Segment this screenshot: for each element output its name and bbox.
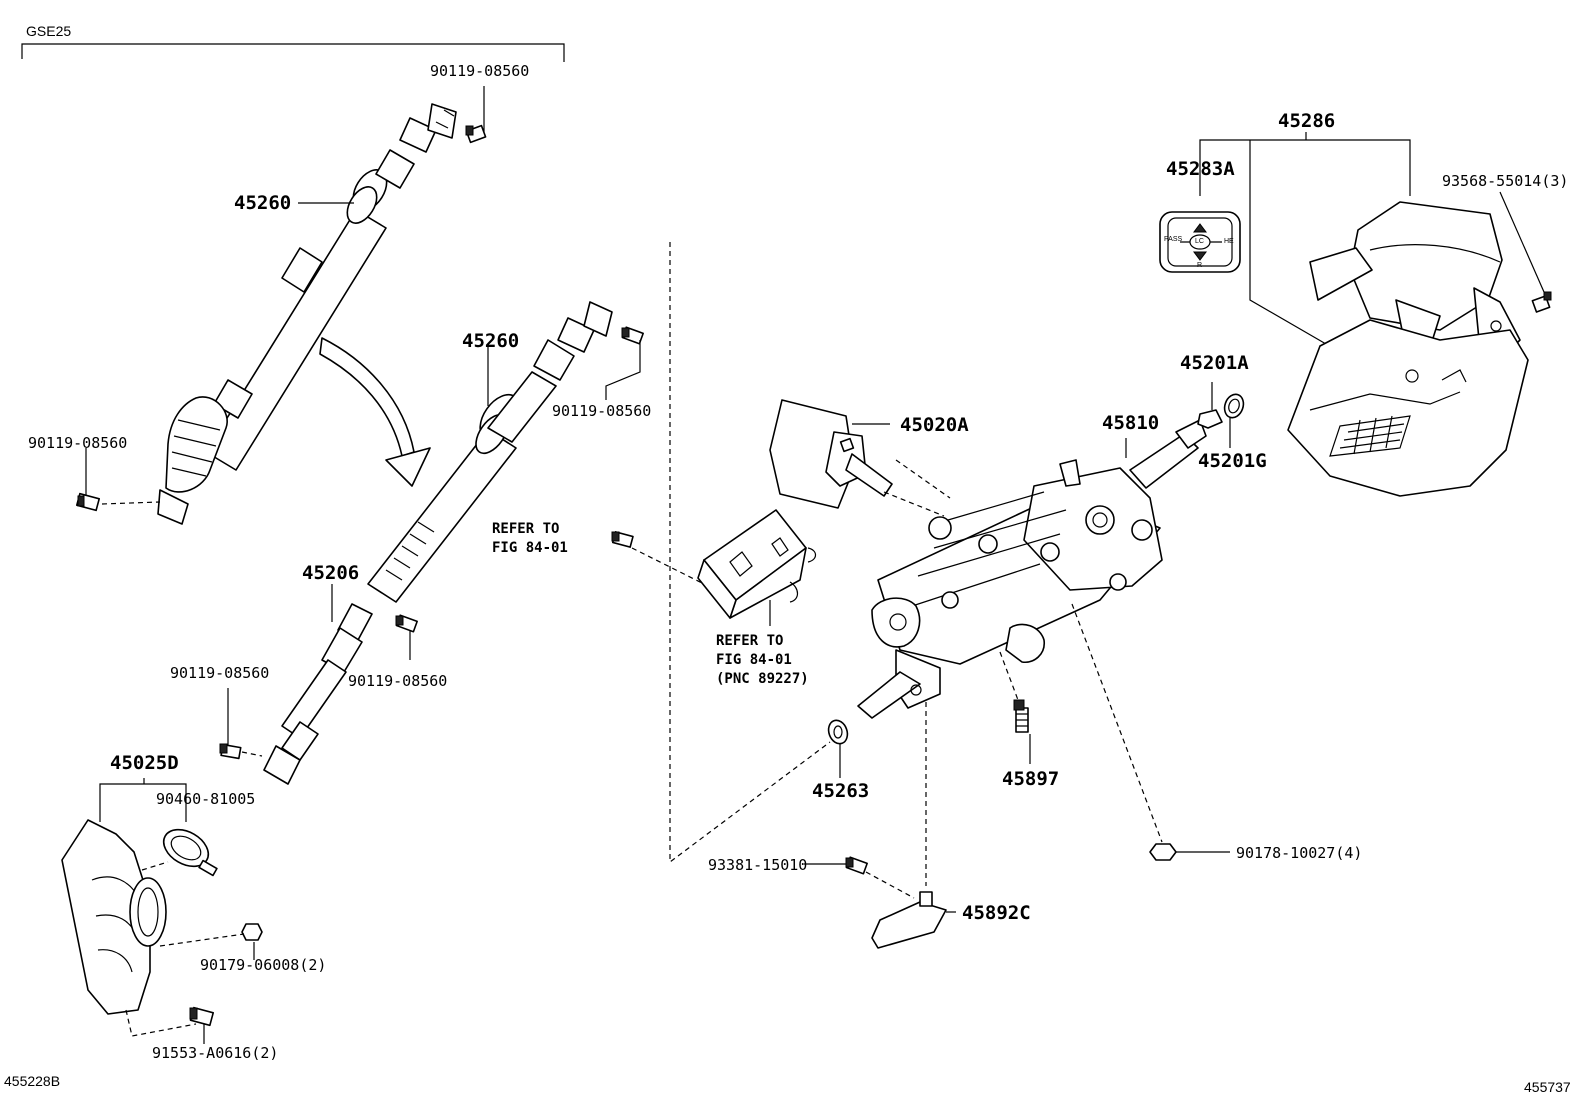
bolt-icon — [189, 1006, 215, 1027]
bolt-icon — [219, 743, 242, 760]
part-number-label: 45260 — [462, 330, 520, 352]
tilt-switch-label — [1159, 211, 1241, 273]
part-number-label: 45201G — [1198, 450, 1267, 472]
part-number-label: 90119-08560 — [348, 672, 448, 690]
part-number-label: 45286 — [1278, 110, 1336, 132]
bolt-icon — [465, 124, 487, 144]
part-number-label: 90119-08560 — [28, 434, 128, 452]
column-nut-icon — [1197, 409, 1223, 429]
part-number-label: 45897 — [1002, 768, 1060, 790]
part-number-label: 90460-81005 — [156, 790, 256, 808]
part-number-label: 45810 — [1102, 412, 1160, 434]
part-number-label: 90119-08560 — [430, 62, 530, 80]
bolt-icon — [845, 856, 868, 875]
column-cover-lower — [1287, 319, 1529, 497]
steering-lock-assembly — [769, 399, 893, 509]
column-bracket — [871, 891, 947, 949]
gse25-bracket — [21, 43, 565, 62]
middle-intermediate-shaft — [367, 301, 613, 603]
tilt-label-text: PASS — [1164, 236, 1183, 243]
part-number-label: 45263 — [812, 780, 870, 802]
lower-universal-joint — [263, 603, 373, 785]
part-number-label: 45020A — [900, 414, 969, 436]
refer-note: REFER TO FIG 84-01 — [492, 521, 568, 556]
figure-code-left: 455228B — [4, 1073, 61, 1089]
refer-note: REFER TO FIG 84-01 (PNC 89227) — [716, 633, 809, 687]
steering-column-assembly — [857, 419, 1207, 719]
part-number-label: 90178-10027(4) — [1236, 844, 1363, 862]
direction-arrow-icon — [319, 337, 431, 487]
bolt-icon — [1013, 699, 1029, 733]
tilt-label-text: R — [1197, 262, 1203, 269]
part-number-label: 90179-06008(2) — [200, 956, 327, 974]
part-number-label: 45283A — [1166, 158, 1235, 180]
part-number-label: 45260 — [234, 192, 292, 214]
nut-icon — [241, 923, 263, 941]
part-number-label: 45892C — [962, 902, 1031, 924]
washer-icon — [1223, 393, 1245, 419]
bolt-icon — [621, 326, 644, 345]
part-number-label: 45025D — [110, 752, 179, 774]
part-number-label: 90119-08560 — [170, 664, 270, 682]
bolt-icon — [395, 614, 418, 633]
part-number-label: 93568-55014(3) — [1442, 172, 1569, 190]
part-number-label: 45201A — [1180, 352, 1249, 374]
bolt-icon — [75, 492, 101, 512]
control-module — [697, 509, 817, 619]
figure-code-right: 455737 — [1524, 1079, 1571, 1095]
bolt-icon — [611, 531, 634, 548]
model-code-label: GSE25 — [26, 23, 72, 39]
part-number-label: 91553-A0616(2) — [152, 1044, 279, 1062]
clip-icon — [1149, 843, 1177, 861]
screw-icon — [1531, 291, 1552, 313]
clamp-ring-icon — [162, 828, 218, 877]
part-number-label: 90119-08560 — [552, 402, 652, 420]
dust-boot-assembly — [61, 819, 167, 1015]
tilt-label-text: LC — [1195, 238, 1204, 245]
part-number-label: 45206 — [302, 562, 360, 584]
upper-intermediate-shaft — [157, 103, 457, 525]
part-number-label: 93381-15010 — [708, 856, 808, 874]
washer-icon — [827, 719, 849, 745]
tilt-label-text: HE — [1224, 238, 1234, 245]
